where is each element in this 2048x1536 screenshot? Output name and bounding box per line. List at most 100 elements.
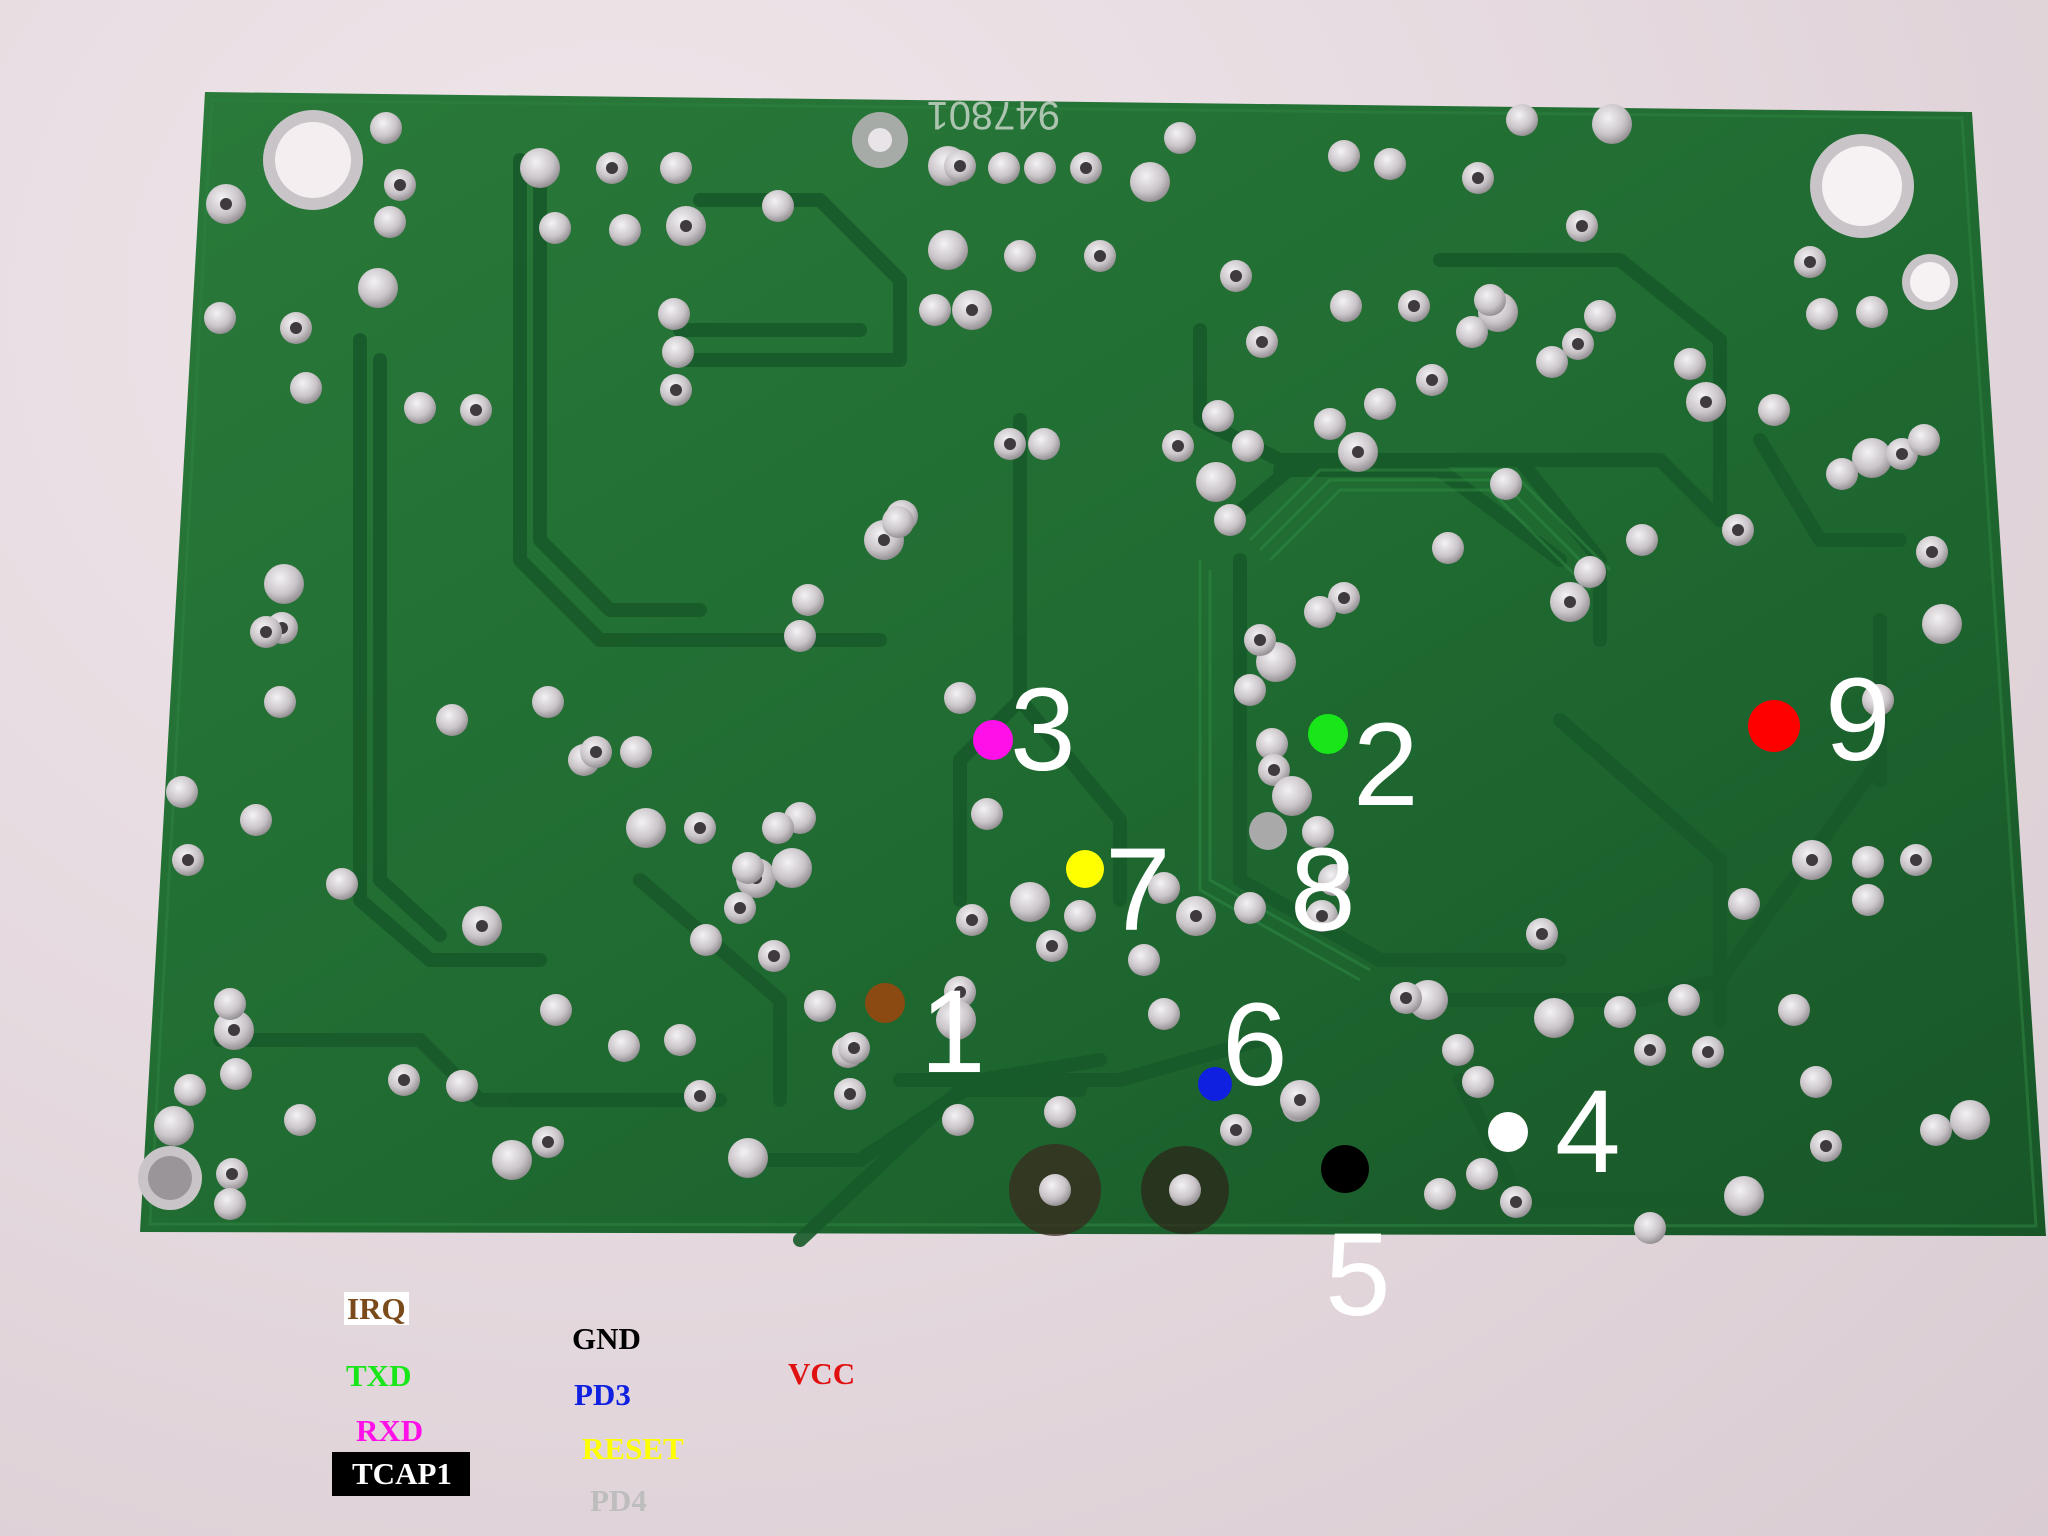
pcb-board [140, 92, 2046, 1236]
solder-pad [1044, 1096, 1076, 1128]
solder-pad [664, 1024, 696, 1056]
solder-pad [1950, 1100, 1990, 1140]
solder-pad [214, 1188, 246, 1220]
solder-pad [446, 1070, 478, 1102]
solder-pad [240, 804, 272, 836]
solder-pad [792, 584, 824, 616]
solder-pad [220, 1058, 252, 1090]
drill-hole [590, 746, 602, 758]
solder-pad [1304, 596, 1336, 628]
drill-hole [1190, 910, 1202, 922]
solder-pad [784, 620, 816, 652]
solder-pad [1302, 816, 1334, 848]
solder-pad [1534, 998, 1574, 1038]
solder-pad [1374, 148, 1406, 180]
solder-pad [626, 808, 666, 848]
drill-hole [476, 920, 488, 932]
solder-pad [1314, 408, 1346, 440]
solder-pad [882, 506, 914, 538]
legend-txd: TXD [346, 1358, 412, 1393]
solder-pad [1148, 872, 1180, 904]
drill-hole [1536, 928, 1548, 940]
drill-hole [1702, 1046, 1714, 1058]
drill-hole [954, 160, 966, 172]
solder-pad [942, 1104, 974, 1136]
solder-pad [358, 268, 398, 308]
solder-pad [154, 1106, 194, 1146]
solder-pad [1128, 944, 1160, 976]
solder-pad [1442, 1034, 1474, 1066]
solder-pad [1852, 884, 1884, 916]
solder-pad [1826, 458, 1858, 490]
solder-pad [1474, 284, 1506, 316]
pin-number-8: 8 [1290, 824, 1356, 956]
solder-pad [608, 1030, 640, 1062]
solder-pad [1432, 532, 1464, 564]
drill-hole [1230, 1124, 1242, 1136]
pin-number-6: 6 [1222, 979, 1288, 1111]
solder-pad [1574, 556, 1606, 588]
solder-pad [1852, 438, 1892, 478]
drill-hole [606, 162, 618, 174]
solder-pad [1234, 674, 1266, 706]
drill-hole [1426, 374, 1438, 386]
solder-pad [690, 924, 722, 956]
solder-pad [1256, 728, 1288, 760]
solder-pad [1318, 864, 1350, 896]
solder-pad [1028, 428, 1060, 460]
pin-number-9: 9 [1825, 654, 1891, 786]
drill-hole [1572, 338, 1584, 350]
pin-marker-1 [865, 983, 905, 1023]
solder-pad [1214, 504, 1246, 536]
solder-pad [174, 1074, 206, 1106]
silkscreen-code: 947801 [927, 93, 1060, 137]
solder-pad [928, 230, 968, 270]
solder-pad [1584, 300, 1616, 332]
solder-pad [1202, 400, 1234, 432]
drill-hole [220, 198, 232, 210]
drill-hole [182, 854, 194, 866]
solder-pad [204, 302, 236, 334]
solder-pad [662, 336, 694, 368]
solder-pad [1010, 882, 1050, 922]
solder-pad [166, 776, 198, 808]
solder-pad [1536, 346, 1568, 378]
solder-pad [374, 206, 406, 238]
pad-group [154, 104, 1990, 1244]
pin-marker-9 [1748, 700, 1800, 752]
drill-hole [1576, 220, 1588, 232]
solder-pad [290, 372, 322, 404]
drill-hole [1804, 256, 1816, 268]
legend-gnd: GND [572, 1321, 641, 1356]
solder-pad [1862, 684, 1894, 716]
drill-hole [1352, 446, 1364, 458]
solder-pad [1004, 240, 1036, 272]
drill-hole [966, 304, 978, 316]
solder-pad [1164, 122, 1196, 154]
solder-pad [520, 148, 560, 188]
solder-pad [1424, 1178, 1456, 1210]
solder-pad [1328, 140, 1360, 172]
solder-pad [264, 564, 304, 604]
drill-hole [1700, 396, 1712, 408]
pin-marker-4 [1488, 1112, 1528, 1152]
drill-hole [394, 179, 406, 191]
solder-pad [732, 852, 764, 884]
drill-hole [228, 1024, 240, 1036]
pin-number-3: 3 [1010, 664, 1076, 796]
drill-hole [1926, 546, 1938, 558]
pin-marker-3 [973, 720, 1013, 760]
solder-pad [1272, 776, 1312, 816]
drill-hole [694, 822, 706, 834]
drill-hole [680, 220, 692, 232]
solder-pad [1506, 104, 1538, 136]
solder-pad [1922, 604, 1962, 644]
drill-hole [1732, 524, 1744, 536]
pin-marker-5 [1321, 1145, 1369, 1193]
drill-hole [1408, 300, 1420, 312]
drill-hole [768, 950, 780, 962]
solder-pad [1456, 316, 1488, 348]
pin-markers [865, 700, 1800, 1193]
solder-pad [1634, 1212, 1666, 1244]
